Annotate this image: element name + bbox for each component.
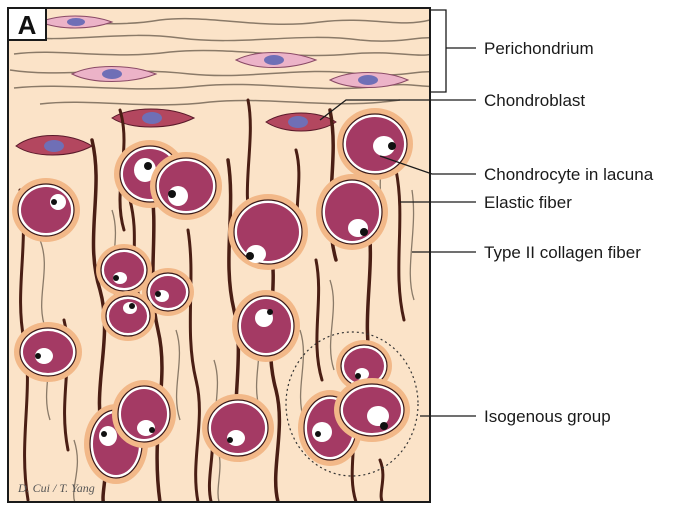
- perichondrium-bracket: [430, 10, 476, 92]
- label-chondrocyte-in-lacuna: Chondrocyte in lacuna: [484, 165, 654, 184]
- panel-label: A: [8, 8, 46, 40]
- chondrocyte-in-lacuna: [14, 322, 82, 382]
- chondrocyte-in-lacuna: [228, 194, 308, 270]
- label-perichondrium: Perichondrium: [484, 39, 594, 58]
- artist-signature: D. Cui / T. Yang: [17, 481, 95, 495]
- chondrocyte-in-lacuna: [334, 378, 410, 442]
- chondrocyte-in-lacuna: [12, 178, 80, 242]
- label-isogenous-group: Isogenous group: [484, 407, 611, 426]
- chondrocyte-in-lacuna: [101, 291, 155, 341]
- chondrocyte-in-lacuna: [150, 152, 222, 220]
- panel-letter: A: [18, 10, 37, 40]
- label-elastic-fiber: Elastic fiber: [484, 193, 572, 212]
- label-type-ii-collagen-fiber: Type II collagen fiber: [484, 243, 641, 262]
- label-chondroblast: Chondroblast: [484, 91, 585, 110]
- chondrocyte-in-lacuna: [232, 290, 300, 362]
- chondrocyte-in-lacuna: [337, 108, 413, 180]
- chondrocyte-in-lacuna: [112, 380, 176, 448]
- chondrocyte-in-lacuna: [316, 174, 388, 250]
- chondrocyte-in-lacuna: [202, 394, 274, 462]
